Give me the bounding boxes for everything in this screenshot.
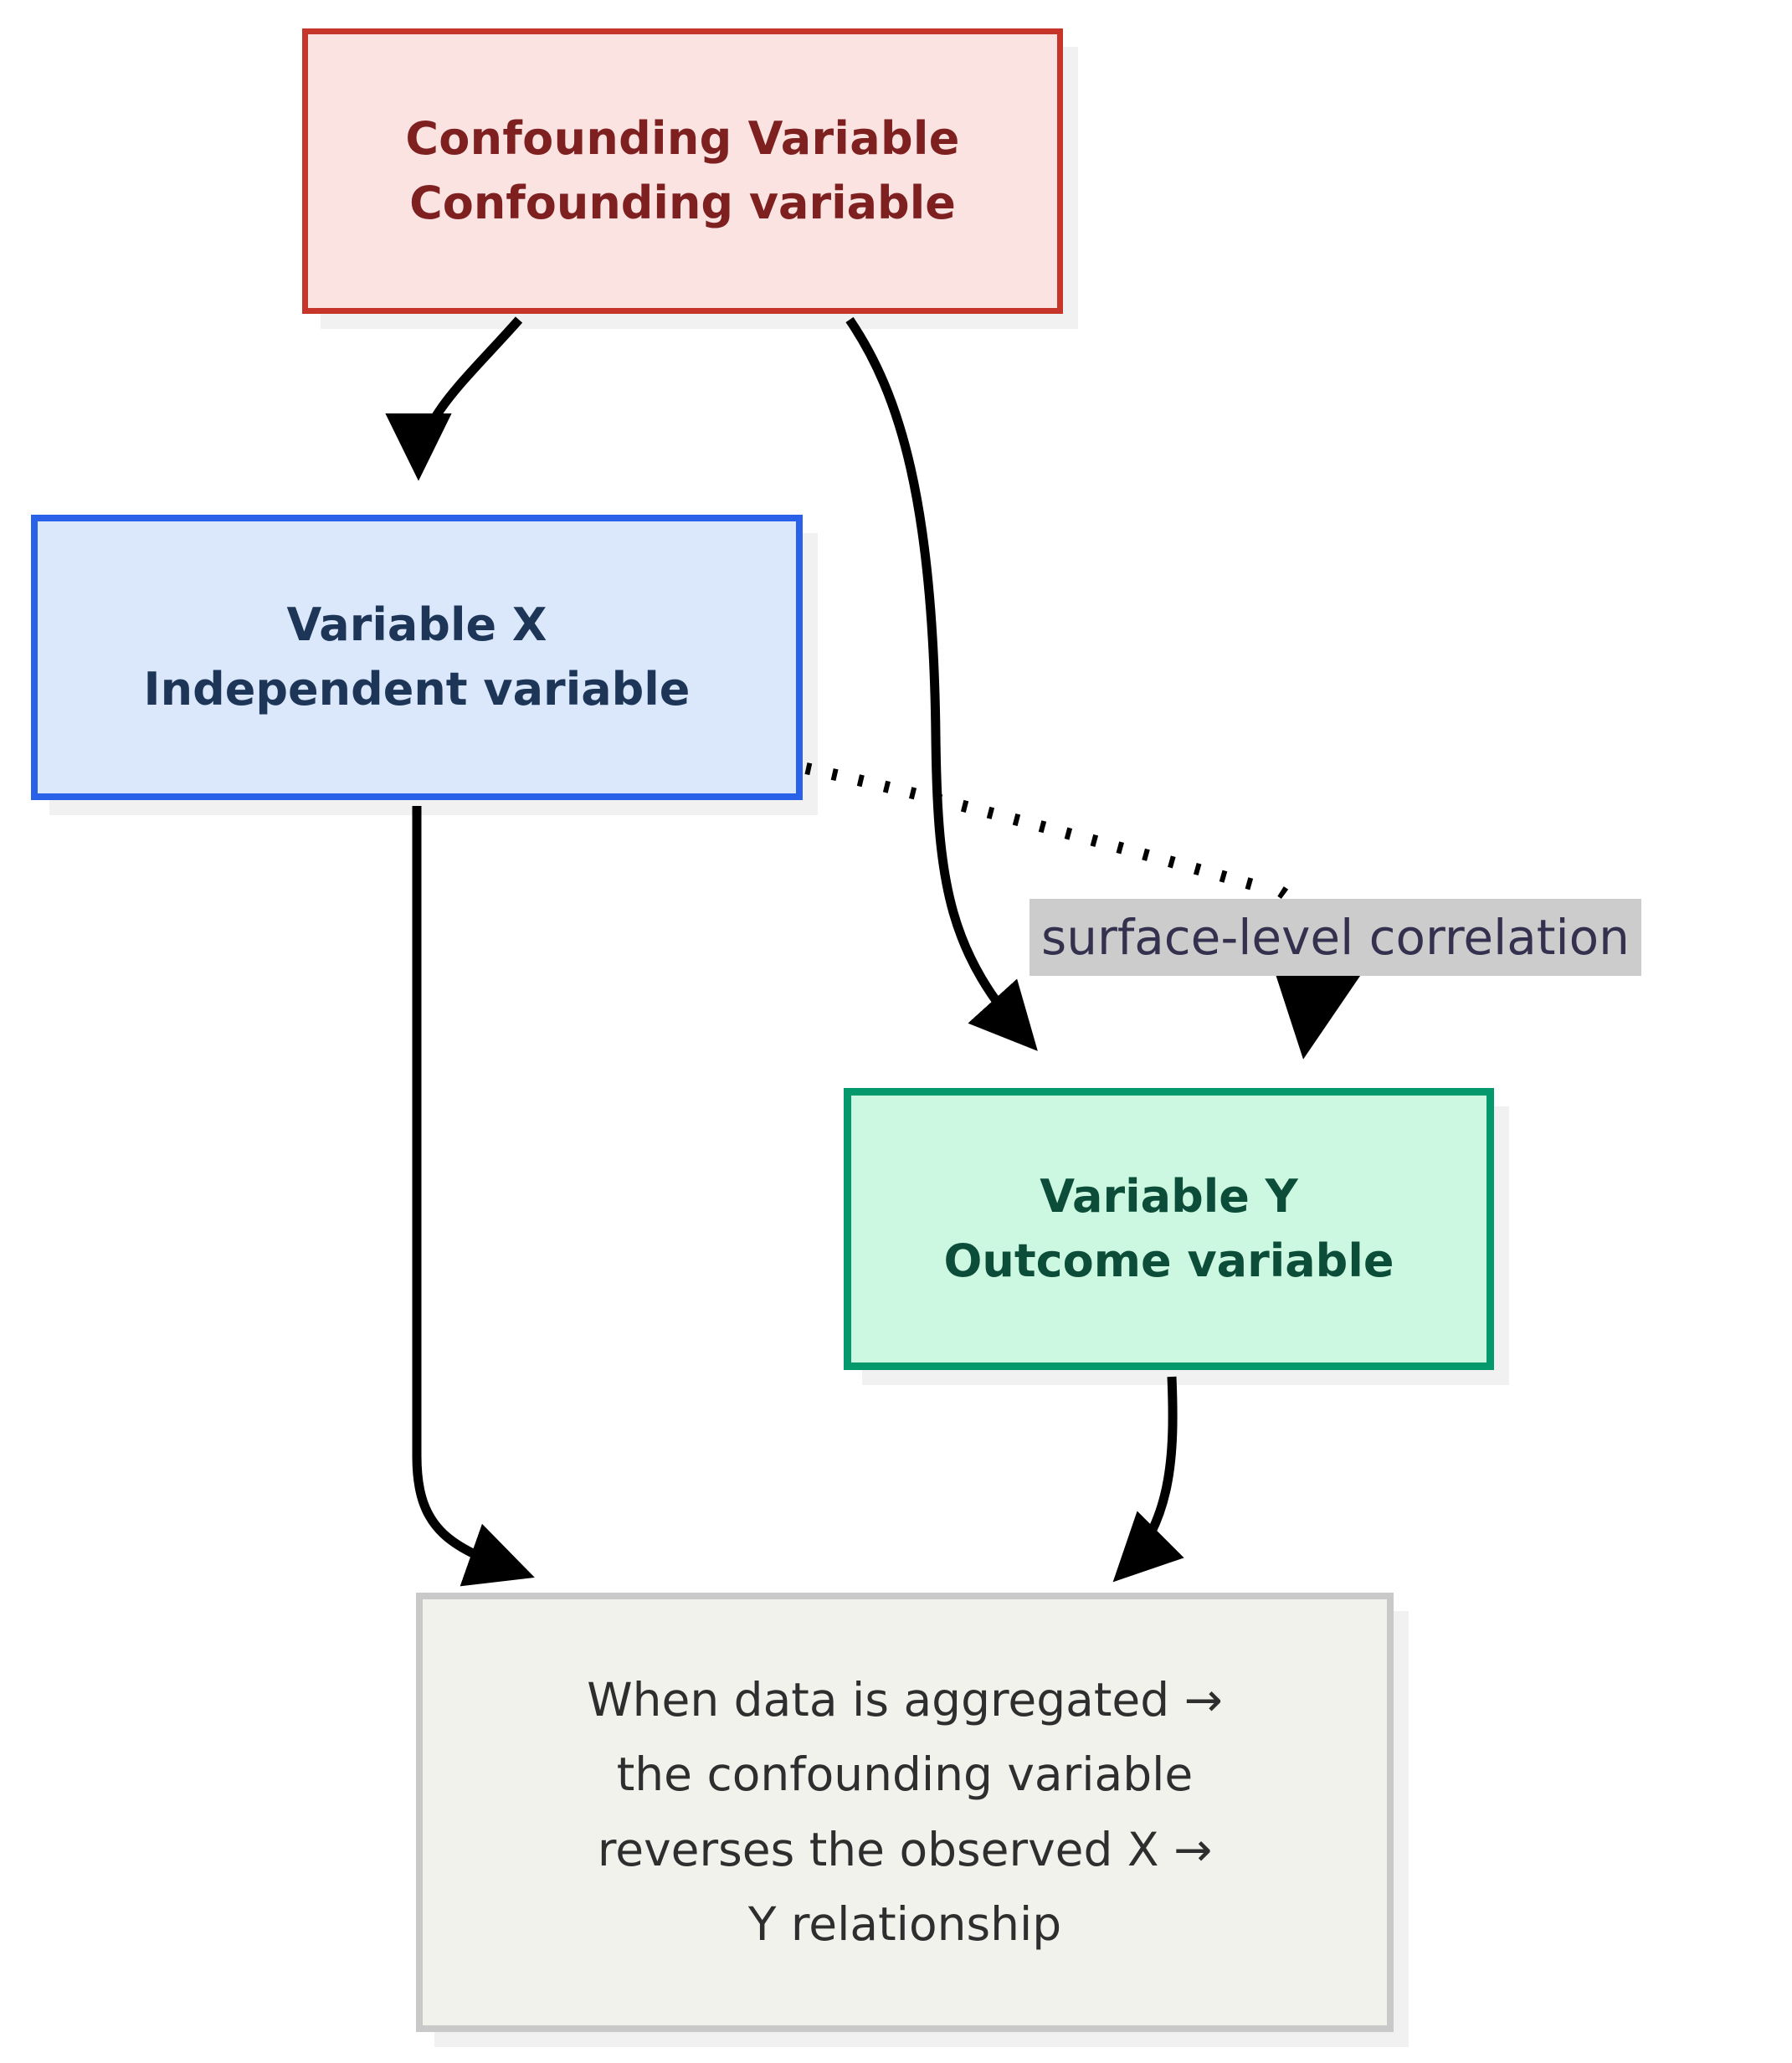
node-confounding-variable[interactable]: Confounding Variable Confounding variabl… — [302, 28, 1063, 314]
node-variable-y-title: Variable Y — [1040, 1169, 1298, 1223]
node-variable-x[interactable]: Variable X Independent variable — [31, 515, 803, 800]
note-line: Y relationship — [747, 1896, 1062, 1951]
note-line: the confounding variable — [616, 1747, 1194, 1802]
node-variable-x-subtitle: Independent variable — [143, 662, 691, 716]
node-confounding-variable-subtitle: Confounding variable — [409, 176, 956, 229]
edge-x-to-note — [412, 806, 535, 1587]
node-variable-y-subtitle: Outcome variable — [943, 1234, 1394, 1287]
node-confounding-variable-title: Confounding Variable — [405, 111, 960, 165]
node-explanation-note[interactable]: When data is aggregated → the confoundin… — [416, 1593, 1394, 2032]
note-line: reverses the observed X → — [597, 1822, 1213, 1876]
edge-label-surface-level-correlation: surface-level correlation — [1030, 899, 1641, 976]
edge-confounder-to-x — [385, 316, 523, 481]
edge-confounder-to-y — [845, 316, 1038, 1051]
edge-y-to-note — [1112, 1376, 1184, 1583]
node-variable-x-title: Variable X — [286, 598, 547, 651]
node-variable-y[interactable]: Variable Y Outcome variable — [844, 1088, 1494, 1370]
note-line: When data is aggregated → — [587, 1673, 1223, 1727]
